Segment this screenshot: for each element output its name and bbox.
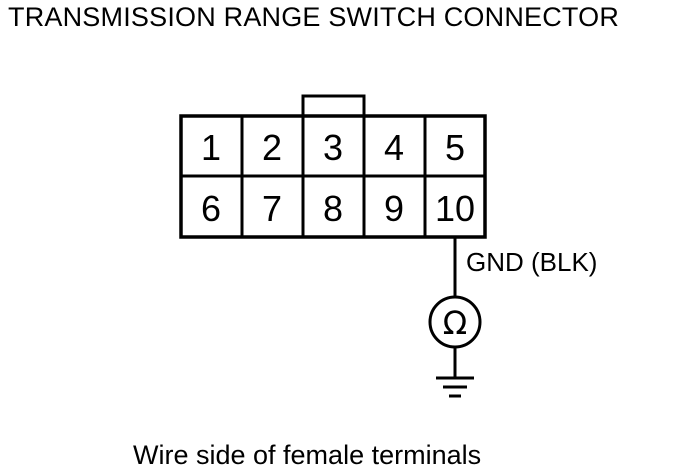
pin-1-label: 1 [201, 127, 221, 168]
ground-icon [436, 376, 474, 398]
pin-6-label: 6 [201, 188, 221, 229]
ohmmeter-icon: Ω [428, 295, 482, 349]
pin-8-label: 8 [323, 188, 343, 229]
connector-lock-tab [301, 94, 366, 116]
pin-9-label: 9 [384, 188, 404, 229]
pin-2-label: 2 [262, 127, 282, 168]
diagram-caption: Wire side of female terminals [133, 440, 482, 470]
pin-10-label: 10 [435, 188, 475, 229]
pin-7-label: 7 [262, 188, 282, 229]
pin-3-label: 3 [323, 127, 343, 168]
diagram-title: TRANSMISSION RANGE SWITCH CONNECTOR [8, 2, 620, 32]
pin-4-label: 4 [384, 127, 404, 168]
ohm-symbol: Ω [443, 304, 467, 342]
gnd-wire-label: GND (BLK) [466, 247, 597, 277]
pin-5-label: 5 [445, 127, 465, 168]
